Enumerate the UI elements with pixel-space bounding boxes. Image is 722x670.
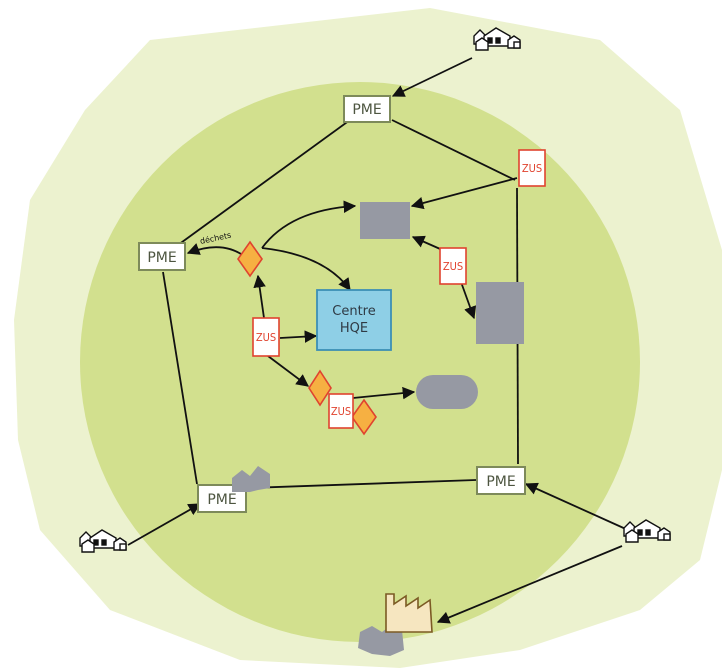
arrow-zus-lower-to-grey-oval	[352, 386, 416, 400]
arrow-zus-top-right-to-grey-block	[410, 177, 518, 210]
buildings-icon	[358, 626, 404, 656]
village-icon-left	[79, 529, 127, 553]
arrow-diamond-to-pme-left	[186, 243, 245, 257]
zus-middle-right: ZUS	[439, 247, 467, 285]
zus-top-right: ZUS	[518, 149, 546, 187]
diamond-lower-left	[308, 369, 332, 407]
village-icon-right	[623, 519, 671, 543]
pme-label: PME	[486, 474, 515, 490]
diamond-upper	[237, 240, 263, 278]
arrow-zus-centre-to-diamond	[253, 274, 266, 319]
pme-bottom-left: PME	[197, 484, 247, 513]
pme-label: PME	[147, 250, 176, 266]
zus-centre: ZUS	[252, 317, 280, 357]
centre-label-line2: HQE	[340, 321, 368, 336]
centre-hqe: Centre HQE	[316, 289, 392, 351]
arrow-zus-centre-to-centre	[279, 330, 318, 343]
diamond-lower-right	[351, 398, 377, 436]
grey-block-tall	[476, 282, 524, 344]
buildings-icon	[232, 466, 270, 492]
factory-icon	[385, 593, 433, 633]
arrow-village-top-to-pme-top	[391, 57, 473, 97]
grey-block-top	[360, 202, 410, 239]
pme-label: PME	[352, 102, 381, 118]
pme-label: PME	[207, 492, 236, 508]
zus-lower: ZUS	[328, 393, 354, 429]
link-pme-left-to-pme-bottom-left	[162, 271, 198, 485]
arrow-zus-centre-to-lower-diamond	[267, 355, 310, 387]
zus-label: ZUS	[522, 162, 542, 175]
village-icon-top	[473, 27, 521, 51]
zus-label: ZUS	[331, 405, 351, 418]
pme-bottom-right: PME	[476, 466, 526, 495]
centre-label-line1: Centre	[332, 304, 375, 319]
arrow-zus-middle-to-grey-tall	[460, 281, 477, 320]
arrow-diamond-to-centre	[261, 247, 351, 292]
arrow-village-left-to-pme-bottom-left	[127, 503, 202, 546]
grey-oval	[416, 375, 478, 409]
link-pme-top-to-zus-top-right	[391, 119, 516, 181]
inner-zone	[80, 82, 640, 642]
arrow-village-right-to-factory	[436, 545, 623, 624]
link-pme-top-to-pme-left	[177, 119, 351, 246]
zus-label: ZUS	[256, 331, 276, 344]
arrow-diamond-to-grey-block	[261, 200, 357, 249]
pme-top: PME	[343, 95, 391, 123]
zus-label: ZUS	[443, 260, 463, 273]
pme-left: PME	[138, 242, 186, 271]
link-pme-bottom-left-to-pme-bottom-right	[247, 479, 477, 489]
arrow-village-right-to-pme-bottom-right	[524, 482, 629, 531]
